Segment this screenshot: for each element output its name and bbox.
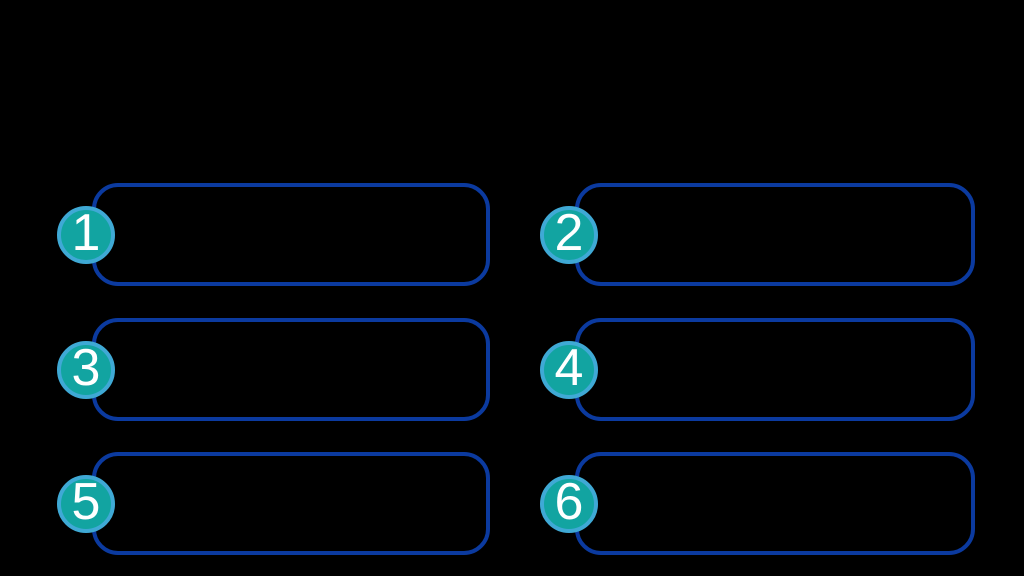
step-box-2: 2 — [540, 183, 975, 286]
step-5-number: 5 — [71, 473, 101, 531]
step-2-number-badge: 2 — [540, 204, 598, 264]
step-1-number: 1 — [71, 204, 101, 262]
step-6-number-badge: 6 — [540, 473, 598, 533]
step-3-number: 3 — [71, 339, 101, 397]
step-6-number: 6 — [554, 473, 584, 531]
step-5-number-badge: 5 — [57, 473, 115, 533]
step-box-6: 6 — [540, 452, 975, 555]
step-4-number: 4 — [554, 339, 584, 397]
step-2-number: 2 — [554, 204, 584, 262]
step-1-number-badge: 1 — [57, 204, 115, 264]
step-3-number-badge: 3 — [57, 339, 115, 399]
step-box-1: 1 — [57, 183, 490, 286]
step-box-3: 3 — [57, 318, 490, 421]
step-box-4: 4 — [540, 318, 975, 421]
step-box-5: 5 — [57, 452, 490, 555]
step-4-number-badge: 4 — [540, 339, 598, 399]
